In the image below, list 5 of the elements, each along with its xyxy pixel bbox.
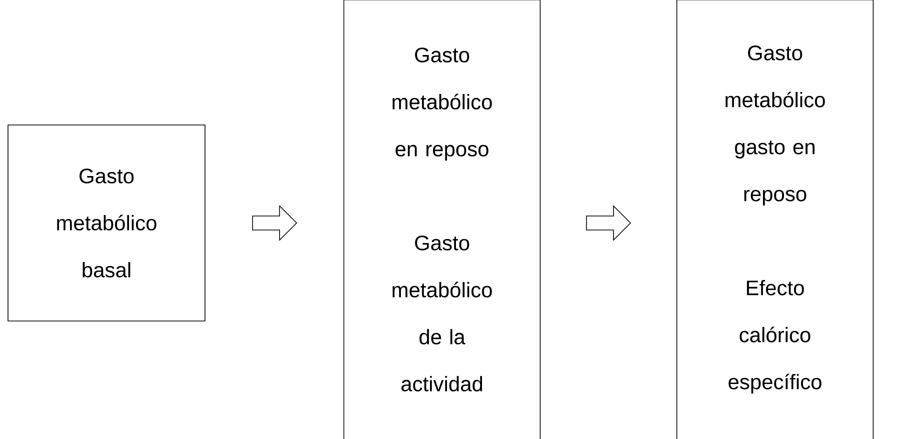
- process-box: Gasto metabólico gasto en reposo Efecto calórico específico: [676, 0, 874, 439]
- block-arrow: [586, 205, 632, 241]
- block-arrow: [252, 205, 298, 241]
- process-box: Gasto metabólico en reposo Gasto metabólico de la actividad: [343, 0, 541, 439]
- process-box: Gasto metabólico basal: [8, 124, 206, 322]
